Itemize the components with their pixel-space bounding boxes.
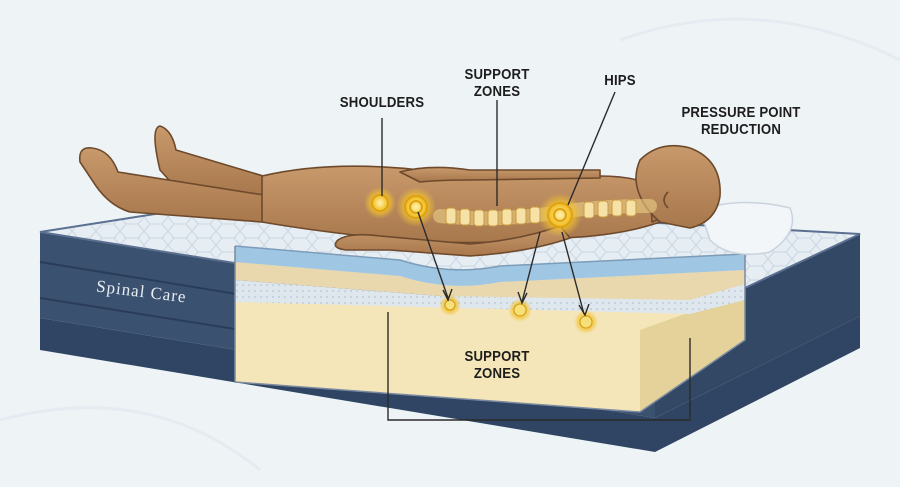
label-hips: HIPS bbox=[595, 72, 644, 89]
support-zones-bracket bbox=[387, 312, 691, 421]
label-support-zones-top-line1: SUPPORT bbox=[464, 66, 530, 83]
arrow-hip-to-mattress-1 bbox=[521, 231, 541, 303]
label-pressure-point-line1: PRESSURE POINT bbox=[681, 104, 801, 121]
mattress-cutaway bbox=[234, 245, 746, 413]
label-support-zones-bottom: SUPPORT ZONES bbox=[447, 348, 547, 382]
label-hips-text: HIPS bbox=[604, 72, 636, 89]
label-support-zones-bottom-line2: ZONES bbox=[473, 365, 521, 382]
label-pressure-point-reduction: PRESSURE POINT REDUCTION bbox=[675, 104, 807, 138]
pressure-points-mattress bbox=[439, 294, 598, 334]
label-shoulders-text: SHOULDERS bbox=[339, 94, 425, 111]
label-shoulders: SHOULDERS bbox=[329, 94, 435, 111]
label-support-zones-top: SUPPORT ZONES bbox=[447, 66, 547, 100]
arrow-hip-to-mattress-2 bbox=[561, 231, 585, 315]
leader-lines bbox=[381, 91, 691, 421]
mattress-side-border bbox=[655, 234, 860, 418]
label-pressure-point-line2: REDUCTION bbox=[700, 121, 782, 138]
mattress bbox=[39, 198, 861, 452]
foam-core bbox=[235, 300, 745, 412]
pillow bbox=[699, 201, 794, 255]
pressure-points-body bbox=[364, 187, 582, 237]
label-support-zones-top-line2: ZONES bbox=[473, 83, 521, 100]
background-decoration bbox=[0, 17, 900, 472]
arrow-shoulder-to-mattress bbox=[417, 211, 449, 299]
label-support-zones-bottom-line1: SUPPORT bbox=[464, 348, 530, 365]
hips-leader bbox=[567, 91, 616, 206]
